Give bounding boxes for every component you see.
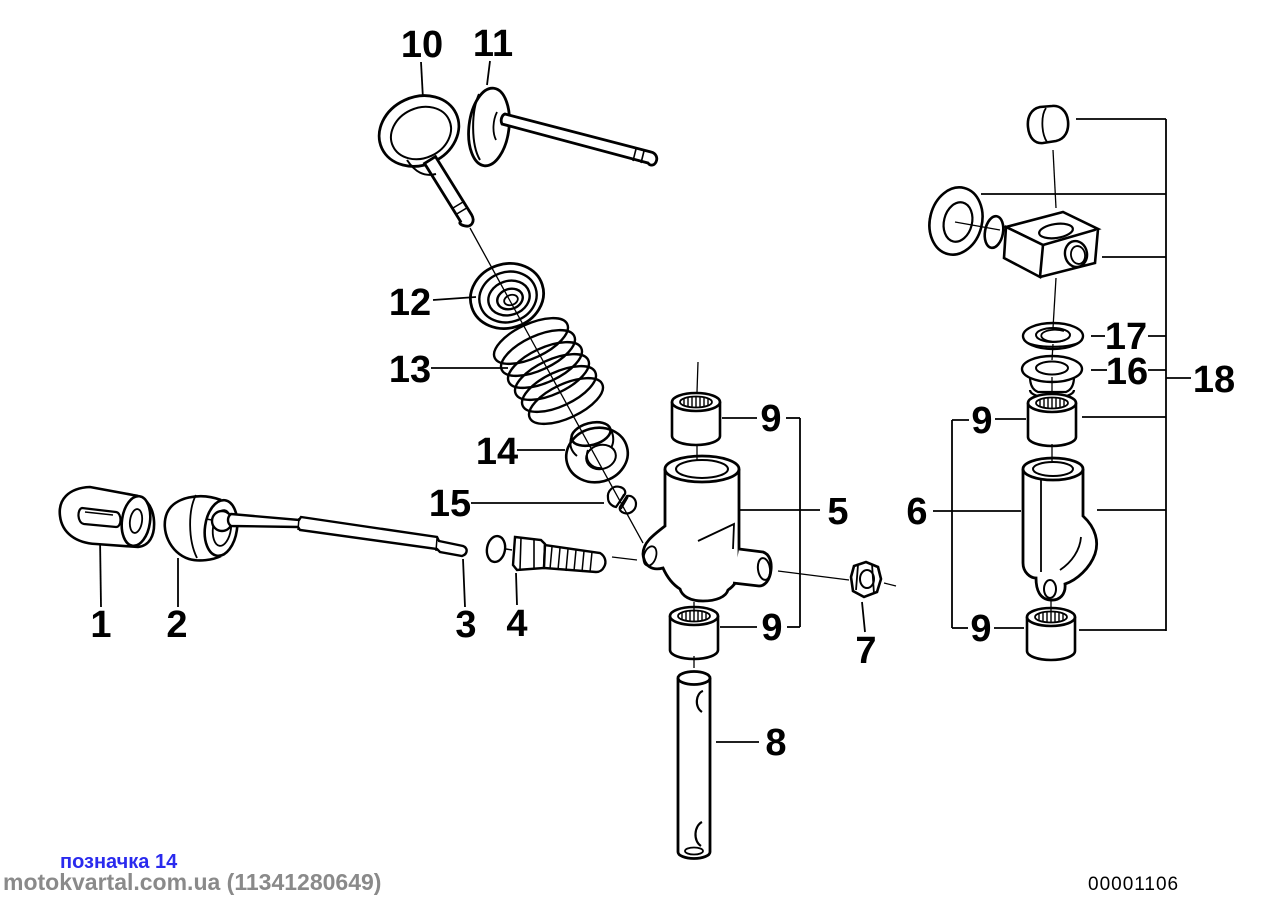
part-label-15: 15 — [429, 483, 471, 525]
leader-1 — [99, 536, 102, 608]
watermark-link[interactable]: позначка 14 — [60, 851, 178, 873]
part-label-16: 16 — [1106, 351, 1148, 393]
part-3-pushrod — [205, 509, 468, 558]
part-9-bushing-top-centre — [670, 391, 722, 447]
part-14-spring-seat — [564, 420, 630, 484]
part-label-2: 2 — [166, 604, 187, 646]
part-plug — [1026, 104, 1070, 145]
watermark-source: motokvartal.com.ua (11341280649) — [3, 869, 382, 895]
valve-train-axis — [469, 227, 644, 544]
leader-7 — [861, 601, 866, 633]
part-label-14: 14 — [476, 431, 518, 473]
axis-lines — [469, 149, 1057, 668]
leader-4 — [515, 572, 518, 606]
bracket-18 — [981, 118, 1191, 631]
part-labels: 1 2 3 4 5 6 7 8 9 9 9 9 10 11 12 13 14 1… — [90, 23, 1235, 764]
part-label-17: 17 — [1105, 316, 1147, 358]
part-label-13: 13 — [389, 349, 431, 391]
part-7-hex-nut — [849, 560, 883, 599]
part-11-valve — [467, 86, 659, 168]
part-5-rocker-arm — [641, 454, 773, 603]
sheet-number: 00001106 — [1088, 874, 1180, 895]
part-1-cam-follower — [58, 485, 156, 549]
leader-3 — [462, 558, 466, 608]
part-label-10: 10 — [401, 24, 443, 66]
part-label-9-bottom-right: 9 — [970, 608, 991, 650]
part-label-9-top-right: 9 — [971, 400, 992, 442]
part-label-7: 7 — [855, 630, 876, 672]
part-9-bushing-bottom-right — [1025, 606, 1077, 662]
part-label-9-bottom-centre: 9 — [761, 607, 782, 649]
part-4-adjusting-screw — [485, 534, 607, 574]
part-label-12: 12 — [389, 282, 431, 324]
part-9-bushing-bottom-centre — [668, 605, 720, 661]
part-label-4: 4 — [506, 603, 527, 645]
leader-10 — [420, 61, 424, 100]
part-9-bushing-top-right — [1026, 392, 1078, 448]
bracket-9-right — [951, 418, 1026, 629]
part-12-spring-retainer — [469, 262, 545, 330]
part-label-6: 6 — [906, 491, 927, 533]
leader-lines — [99, 60, 1191, 743]
part-label-5: 5 — [827, 491, 848, 533]
bracket-9-centre — [720, 417, 801, 628]
part-label-8: 8 — [765, 722, 786, 764]
part-eccentric-block — [983, 210, 1102, 280]
part-10-valve — [377, 94, 475, 228]
part-15-valve-keepers — [606, 485, 638, 515]
part-label-18: 18 — [1193, 359, 1235, 401]
part-label-11: 11 — [473, 23, 513, 65]
leader-12 — [432, 296, 477, 301]
part-6-rocker-arm-right — [1021, 456, 1099, 602]
part-thrust-washer-large — [928, 186, 984, 256]
leader-11 — [486, 60, 491, 86]
part-label-3: 3 — [455, 604, 476, 646]
part-label-9-top-centre: 9 — [760, 398, 781, 440]
part-8-rocker-shaft — [676, 670, 712, 860]
part-label-1: 1 — [90, 604, 111, 646]
